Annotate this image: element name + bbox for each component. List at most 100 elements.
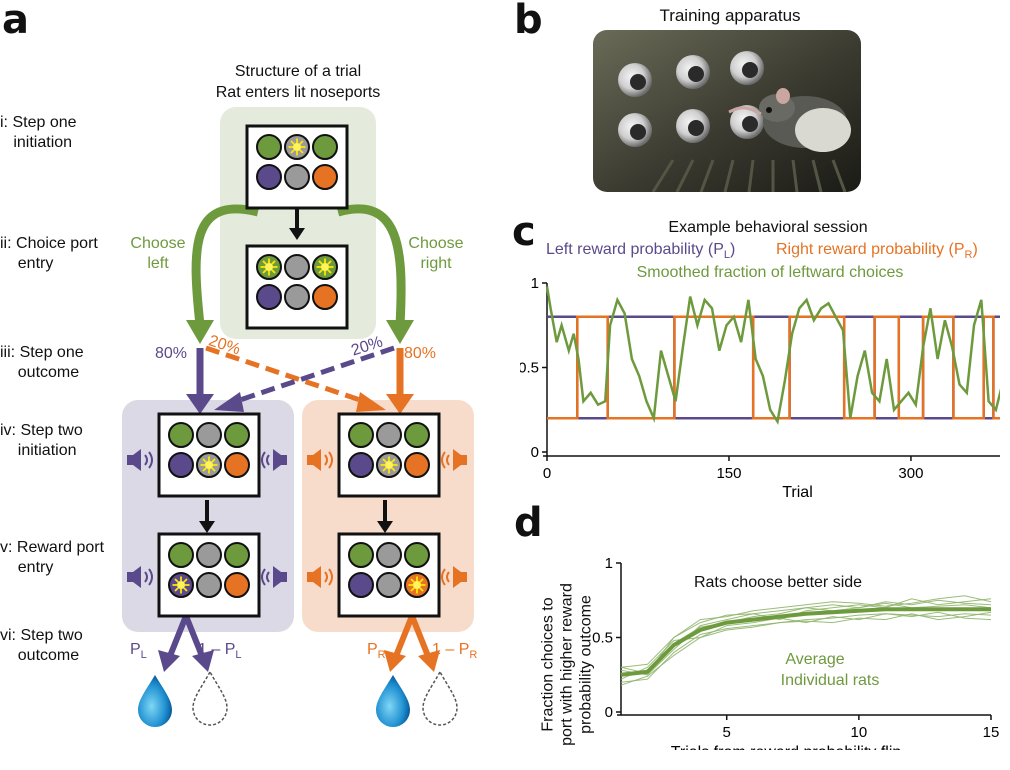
legend-smoothed: Smoothed fraction of leftward choices <box>636 264 904 281</box>
x-tick-label: 0 <box>543 465 551 482</box>
noseport-icon <box>196 422 222 448</box>
x-tick-label: 150 <box>716 465 741 482</box>
series-line-0 <box>547 315 1000 420</box>
speaker-icon <box>307 449 467 588</box>
session-title: Example behavioral session <box>668 219 868 236</box>
light-icon <box>260 258 278 276</box>
choose-left-arrowhead <box>186 320 214 344</box>
noseport-panel <box>245 124 349 210</box>
noseport-icon <box>404 542 430 568</box>
left-step-two-down-arrow <box>199 521 215 533</box>
right-reward-arrow <box>393 614 415 658</box>
left-water-drop-icon <box>138 675 172 727</box>
legend-right-prob: Right reward probability (PR) <box>776 241 978 262</box>
right-no-reward-prob: 1 – PR <box>432 641 478 662</box>
step-label-iii: iii: Step one outcome <box>0 344 84 381</box>
left-no-reward-arrow <box>183 614 205 658</box>
right-rare-transition <box>233 345 395 405</box>
choose-right-arrow <box>336 204 406 326</box>
left-empty-drop-icon <box>192 670 228 726</box>
series-line-1 <box>547 315 1000 420</box>
noseport-icon <box>168 542 194 568</box>
noseport-icon <box>312 134 338 160</box>
step-label-vi: vi: Step two outcome <box>0 627 83 664</box>
noseport-icon <box>348 422 374 448</box>
noseport-icon <box>196 542 222 568</box>
noseport-icon <box>376 422 402 448</box>
light-icon <box>288 138 306 156</box>
choose-right-arrowhead <box>386 320 414 344</box>
y-tick-label: 1 <box>605 555 613 572</box>
y-tick-label: 1 <box>531 275 539 292</box>
noseport-icon <box>168 452 194 478</box>
step-label-ii: ii: Choice port entry <box>0 235 98 272</box>
left-rare-transition <box>205 345 367 405</box>
light-icon <box>380 456 398 474</box>
noseport-icon <box>284 164 310 190</box>
noseport-icon <box>256 164 282 190</box>
y-tick-label: 0 <box>531 444 539 461</box>
right-no-reward-arrow <box>409 614 431 658</box>
y-tick-label: 0 <box>605 704 613 721</box>
left-reward-arrow <box>167 614 189 658</box>
x-axis-label: Trials from reward probability flip <box>671 744 902 750</box>
speaker-icon <box>127 449 287 588</box>
noseport-icon <box>256 284 282 310</box>
panel-letter-c: c <box>512 209 536 255</box>
choose-left-arrow <box>191 204 260 326</box>
legend-individual: Individual rats <box>780 672 880 689</box>
light-icon <box>408 576 426 594</box>
light-icon <box>172 576 190 594</box>
series-line-0 <box>620 607 991 677</box>
x-tick-label: 300 <box>898 465 923 482</box>
panel-letter-b: b <box>514 0 543 43</box>
noseport-panel <box>157 532 261 618</box>
step-label-i: i: Step one initiation <box>0 114 77 151</box>
better-side-chart: 00.5151015Trials from reward probability… <box>592 555 1000 750</box>
noseport-icon <box>196 572 222 598</box>
noseport-icon <box>224 422 250 448</box>
series-line-2 <box>620 613 992 683</box>
noseport-panel <box>157 412 261 498</box>
noseport-icon <box>284 284 310 310</box>
noseport-icon <box>256 134 282 160</box>
series-line-7 <box>620 595 992 674</box>
right-empty-drop-icon <box>422 670 458 726</box>
x-tick-label: 10 <box>851 724 868 741</box>
legend-average: Average <box>785 651 845 668</box>
apparatus-title: Training apparatus <box>659 6 801 25</box>
noseport-icon <box>404 422 430 448</box>
noseport-icon <box>376 572 402 598</box>
right-common-pct: 80% <box>404 345 437 362</box>
noseport-icon <box>224 542 250 568</box>
trial-diagram <box>122 107 474 727</box>
noseport-icon <box>376 542 402 568</box>
noseport-icon <box>404 452 430 478</box>
noseport-panel <box>245 244 349 330</box>
trial-title-line1: Structure of a trial <box>234 63 362 80</box>
training-apparatus-photo <box>593 30 861 192</box>
left-no-reward-prob: 1 – PL <box>198 641 242 662</box>
x-tick-label: 15 <box>983 724 1000 741</box>
panel-letter-a: a <box>2 0 29 43</box>
x-tick-label: 5 <box>723 724 731 741</box>
noseport-icon <box>284 254 310 280</box>
noseport-panel <box>337 532 441 618</box>
step-label-v: v: Reward port entry <box>0 539 105 576</box>
light-icon <box>200 456 218 474</box>
step-label-iv: iv: Step two initiation <box>0 422 83 459</box>
series-line-2 <box>545 286 1000 426</box>
better-side-title: Rats choose better side <box>693 574 863 591</box>
noseport-icon <box>168 422 194 448</box>
noseport-icon <box>224 572 250 598</box>
left-common-pct: 80% <box>155 345 188 362</box>
panel-letter-d: d <box>514 500 543 546</box>
legend-left-prob: Left reward probability (PL) <box>546 241 736 262</box>
noseport-icon <box>224 452 250 478</box>
noseport-icon <box>312 284 338 310</box>
right-reward-prob: PR <box>367 641 386 662</box>
noseport-icon <box>348 572 374 598</box>
